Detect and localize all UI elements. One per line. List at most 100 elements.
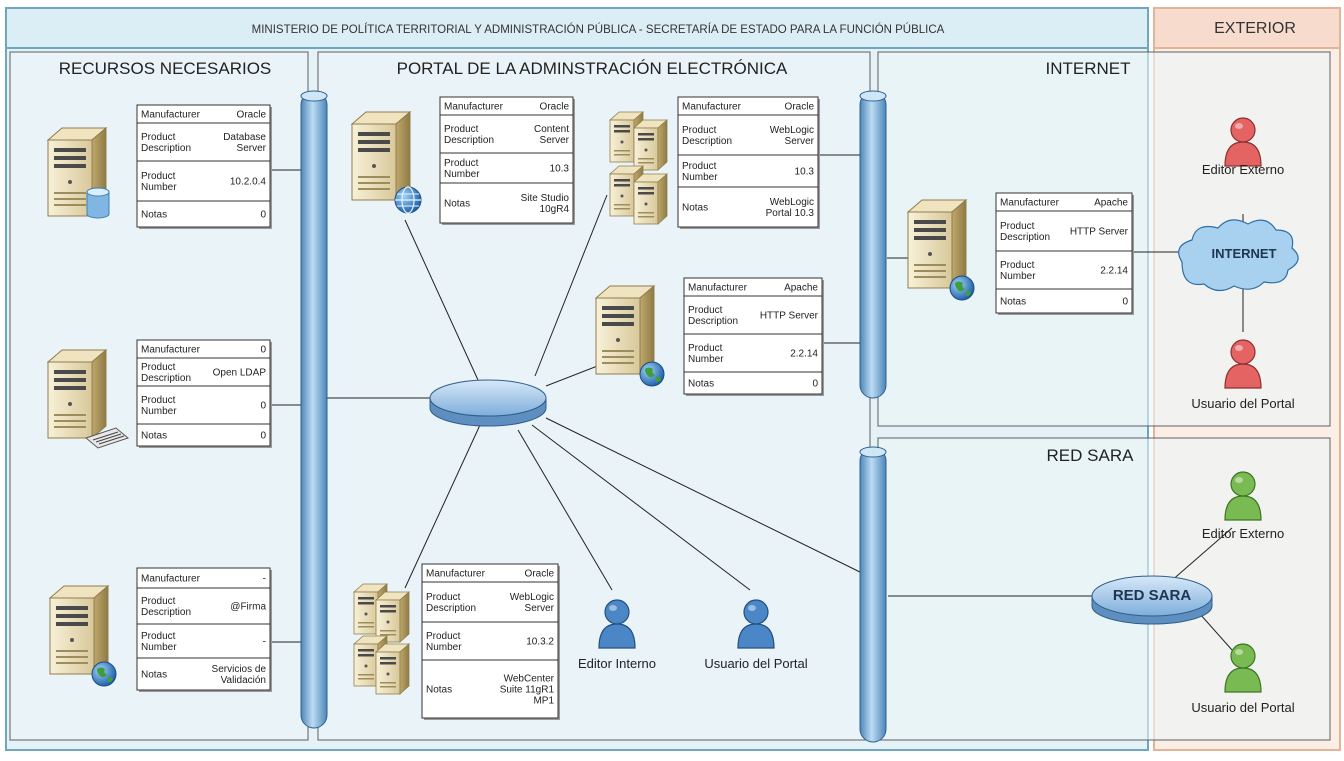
- network-hub: [429, 379, 547, 427]
- connection-lines: [270, 154, 1244, 651]
- property-value: 0: [260, 345, 266, 356]
- property-label: Notas: [141, 210, 167, 221]
- weblogic-server-stack-icon: [609, 111, 668, 225]
- ministry-title: MINISTERIO DE POLÍTICA TERRITORIAL Y ADM…: [252, 23, 945, 36]
- person-label: Usuario del Portal: [1191, 396, 1294, 411]
- person-icon: [598, 599, 636, 649]
- property-value: Apache: [1094, 198, 1128, 209]
- property-value: 10.3: [550, 164, 570, 175]
- db-server-icon: [47, 127, 110, 219]
- property-label: Manufacturer: [141, 345, 201, 356]
- property-label: Notas: [444, 199, 470, 210]
- person-label: Usuario del Portal: [704, 656, 807, 671]
- editor-interno-person: Editor Interno: [578, 599, 656, 671]
- property-value: Open LDAP: [213, 368, 267, 379]
- editor-externo-internet-person: Editor Externo: [1202, 117, 1284, 177]
- property-label: Manufacturer: [141, 574, 201, 585]
- exterior-header-bar: [1153, 7, 1341, 49]
- redsara-cloud: RED SARA: [1091, 575, 1213, 625]
- property-value: 10.3: [795, 167, 815, 178]
- usuario-portal-interno-person: Usuario del Portal: [704, 599, 808, 671]
- internet-cloud-label: INTERNET: [1212, 246, 1277, 261]
- property-value: 10.2.0.4: [230, 177, 267, 188]
- http-portal-server-icon: [595, 285, 665, 387]
- pipe-redsara: [859, 446, 887, 743]
- http-internet-server-icon: [907, 199, 975, 301]
- pipe-internet: [859, 90, 887, 399]
- property-value: 0: [1122, 297, 1128, 308]
- property-value: HTTP Server: [760, 311, 819, 322]
- property-value: 0: [812, 379, 818, 390]
- property-value: @Firma: [230, 602, 266, 613]
- usuario-portal-internet-person: Usuario del Portal: [1191, 339, 1295, 411]
- property-label: Manufacturer: [682, 102, 742, 113]
- property-label: Manufacturer: [426, 569, 486, 580]
- person-icon: [1224, 643, 1262, 693]
- person-label: Editor Externo: [1202, 162, 1284, 177]
- property-value: -: [263, 574, 266, 585]
- zone-redsara-title: RED SARA: [1047, 446, 1135, 465]
- person-icon: [737, 599, 775, 649]
- person-icon: [1224, 117, 1262, 167]
- usuario-portal-sara-person: Usuario del Portal: [1191, 643, 1295, 715]
- property-label: Manufacturer: [444, 102, 504, 113]
- webcenter-server-stack-icon: [353, 583, 410, 695]
- property-label: Notas: [141, 670, 167, 681]
- person-icon: [1224, 471, 1262, 521]
- property-value: 10.3.2: [526, 637, 554, 648]
- person-icon: [1224, 339, 1262, 389]
- property-value: 2.2.14: [1100, 266, 1128, 277]
- property-label: Notas: [682, 203, 708, 214]
- property-label: Manufacturer: [141, 110, 201, 121]
- property-label: Notas: [141, 431, 167, 442]
- property-value: Oracle: [525, 569, 555, 580]
- property-value: 0: [260, 431, 266, 442]
- firma-server-icon: [49, 585, 117, 687]
- internet-cloud: INTERNET: [1178, 219, 1299, 292]
- person-label: Editor Interno: [578, 656, 656, 671]
- property-value: 0: [260, 210, 266, 221]
- property-label: Manufacturer: [688, 283, 748, 294]
- redsara-cloud-label: RED SARA: [1113, 587, 1192, 604]
- zone-recursos-title: RECURSOS NECESARIOS: [59, 59, 272, 78]
- person-label: Editor Externo: [1202, 526, 1284, 541]
- zone-internet-title: INTERNET: [1046, 59, 1131, 78]
- property-label: Notas: [1000, 297, 1026, 308]
- zone-portal-title: PORTAL DE LA ADMINSTRACIÓN ELECTRÓNICA: [397, 59, 788, 78]
- property-value: 0: [260, 401, 266, 412]
- person-label: Usuario del Portal: [1191, 700, 1294, 715]
- ldap-server-icon: [47, 349, 130, 449]
- property-value: Oracle: [785, 102, 815, 113]
- property-value: Oracle: [237, 110, 267, 121]
- property-value: 2.2.14: [790, 349, 818, 360]
- exterior-title: EXTERIOR: [1214, 20, 1296, 37]
- editor-externo-sara-person: Editor Externo: [1202, 471, 1284, 541]
